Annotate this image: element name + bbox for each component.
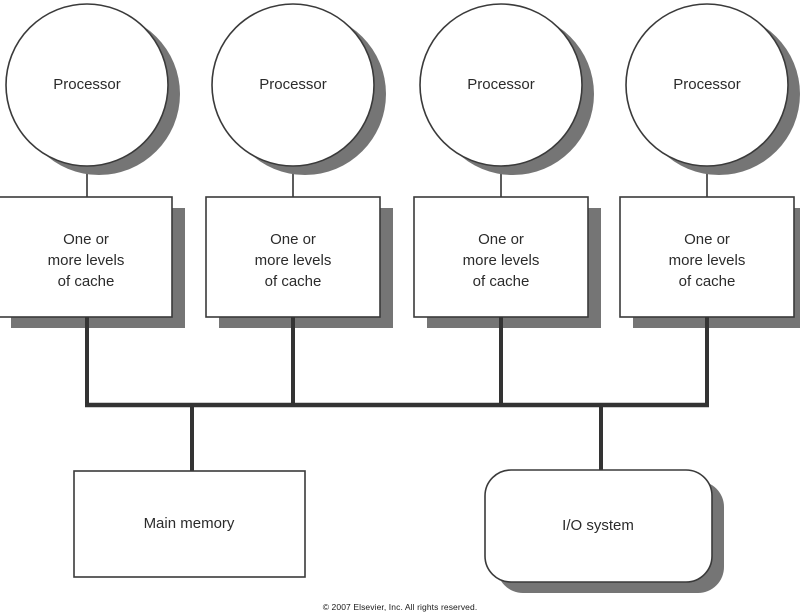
io-system-box	[484, 469, 713, 583]
main-memory-box	[73, 470, 306, 578]
processor-label-3: Processor	[467, 76, 535, 93]
processor-label-4: Processor	[673, 76, 741, 93]
processor-node-1: Processor	[5, 3, 180, 175]
cache-label-2-line-3: of cache	[265, 273, 322, 290]
cache-label-3-line-2: more levels	[463, 252, 540, 269]
processor-circle-2	[211, 3, 375, 167]
processor-circle-4	[625, 3, 789, 167]
cache-label-3-line-1: One or	[478, 231, 524, 248]
cache-label-3-line-3: of cache	[473, 273, 530, 290]
io-system-node: I/O system	[484, 469, 724, 593]
cache-label-2-line-2: more levels	[255, 252, 332, 269]
processor-label-2: Processor	[259, 76, 327, 93]
cache-box-2	[205, 196, 381, 318]
cache-node-2: One or more levels of cache	[205, 196, 393, 328]
cache-node-3: One or more levels of cache	[413, 196, 601, 328]
processor-circle-1	[5, 3, 169, 167]
main-memory-node: Main memory	[73, 470, 306, 578]
processor-node-2: Processor	[211, 3, 386, 175]
cache-label-4-line-2: more levels	[669, 252, 746, 269]
cache-box-1	[0, 196, 173, 318]
processor-label-1: Processor	[53, 76, 121, 93]
io-system-label: I/O system	[562, 517, 634, 534]
cache-box-3	[413, 196, 589, 318]
processor-node-3: Processor	[419, 3, 594, 175]
cache-box-4	[619, 196, 795, 318]
cache-label-4-line-3: of cache	[679, 273, 736, 290]
cache-node-4: One or more levels of cache	[619, 196, 800, 328]
cache-node-1: One or more levels of cache	[0, 196, 185, 328]
processor-node-4: Processor	[625, 3, 800, 175]
cache-label-1-line-3: of cache	[58, 273, 115, 290]
processor-circle-3	[419, 3, 583, 167]
cache-label-4-line-1: One or	[684, 231, 730, 248]
cache-label-1-line-1: One or	[63, 231, 109, 248]
cache-label-1-line-2: more levels	[48, 252, 125, 269]
main-memory-label: Main memory	[144, 515, 235, 532]
copyright-notice: © 2007 Elsevier, Inc. All rights reserve…	[322, 602, 478, 612]
cache-label-2-line-1: One or	[270, 231, 316, 248]
